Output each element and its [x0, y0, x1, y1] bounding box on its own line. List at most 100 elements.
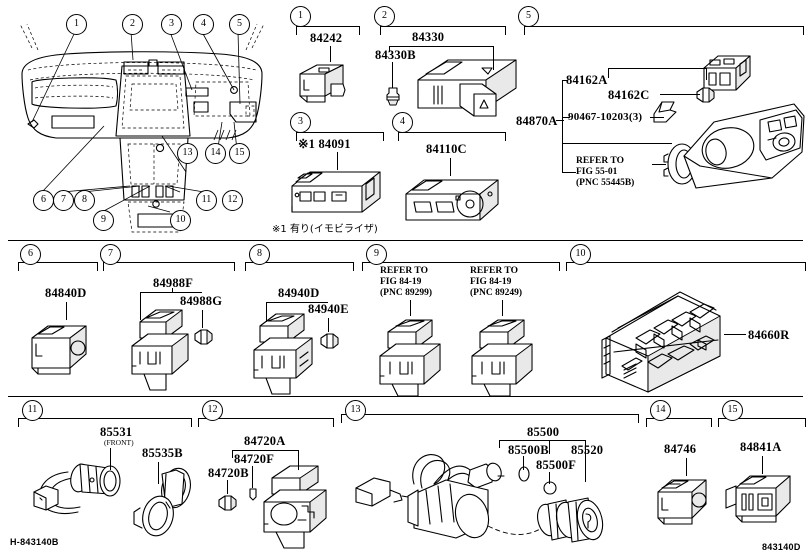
- part-label-90467-10203: 90467-10203(3): [568, 111, 643, 123]
- leader-85500B: [523, 456, 524, 470]
- part-label-84091: ※1 84091: [298, 137, 351, 151]
- leader-84720A-span: [232, 450, 298, 451]
- leader-84242: [330, 46, 331, 62]
- callout-4[interactable]: 4: [193, 14, 214, 35]
- refer-line-1: REFER TO: [576, 156, 624, 166]
- refer-left-line-2: FIG 84-19: [380, 277, 422, 287]
- callout-5[interactable]: 5: [229, 14, 250, 35]
- group-5-number[interactable]: 5: [518, 6, 539, 27]
- part-label-84660R: 84660R: [748, 328, 790, 342]
- leader-84988F-span: [140, 292, 202, 293]
- leader-84162A-right: [706, 68, 707, 80]
- callout-2[interactable]: 2: [122, 14, 143, 35]
- part-label-84162C: 84162C: [608, 88, 650, 102]
- part-85531-cigarette-lighter-illustration: [33, 463, 121, 515]
- leader-90467-line: [650, 117, 664, 118]
- leader-refer55-line: [652, 164, 666, 165]
- callout-10[interactable]: 10: [170, 210, 191, 231]
- group-12-number[interactable]: 12: [202, 400, 223, 421]
- refer-right-line-2: FIG 84-19: [470, 277, 512, 287]
- leader-85535B: [158, 462, 159, 484]
- leader-84988G: [202, 310, 203, 328]
- leader-84720A-left: [232, 450, 233, 458]
- leader-84162A-span: [608, 68, 706, 69]
- group-14-bracket: [646, 418, 712, 427]
- leader-84110C: [450, 158, 451, 176]
- group-4-number[interactable]: 4: [392, 112, 413, 133]
- part-84841A-switch-illustration: [725, 475, 791, 523]
- callout-1[interactable]: 1: [66, 14, 87, 35]
- part-label-84242: 84242: [310, 31, 343, 45]
- group-6-number[interactable]: 6: [20, 244, 41, 265]
- callout-7[interactable]: 7: [53, 190, 74, 211]
- refer-fig-55-01: REFER TO FIG 55-01 (PNC 55445B): [576, 156, 634, 189]
- part-85535B-socket-illustration: [133, 467, 191, 537]
- leader-84330-span: [389, 46, 493, 47]
- group-6-bracket: [18, 262, 98, 271]
- leader-85500-mid: [549, 440, 550, 454]
- group-11-number[interactable]: 11: [22, 400, 43, 421]
- group-7-bracket: [103, 262, 235, 271]
- leader-85531: [110, 448, 111, 470]
- part-label-85531: 85531: [100, 425, 133, 439]
- callout-9[interactable]: 9: [93, 210, 114, 231]
- group-12-bracket: [198, 418, 334, 427]
- group-1-number[interactable]: 1: [290, 6, 311, 27]
- group-9-bracket: [362, 262, 560, 271]
- group-10-bracket: [566, 262, 806, 271]
- part-label-85535B: 85535B: [142, 446, 183, 460]
- group-7-number[interactable]: 7: [100, 244, 121, 265]
- part-85500-wiper-motor-illustration: [355, 454, 604, 543]
- leader-84330B: [392, 62, 393, 88]
- part-label-84330: 84330: [412, 30, 445, 44]
- group-3-number[interactable]: 3: [290, 112, 311, 133]
- leader-85500-right: [585, 440, 586, 482]
- part-85500F-grommet-illustration: [543, 481, 557, 495]
- leader-85500-span: [499, 440, 585, 441]
- callout-12[interactable]: 12: [222, 190, 243, 211]
- group-9-number[interactable]: 9: [366, 244, 387, 265]
- part-84940D-window-switch-illustration: [253, 313, 313, 395]
- group-13-number[interactable]: 13: [345, 400, 366, 421]
- part-label-84110C: 84110C: [426, 142, 467, 156]
- part-84091-switch-illustration: [291, 171, 381, 213]
- part-label-84720F: 84720F: [234, 452, 275, 466]
- leader-84870A-branch-84162A: [562, 80, 568, 81]
- group-10-number[interactable]: 10: [570, 244, 591, 265]
- part-label-84870A: 84870A: [516, 114, 558, 128]
- group-2-number[interactable]: 2: [374, 6, 395, 27]
- group-4-bracket: [398, 132, 506, 141]
- callout-11[interactable]: 11: [196, 190, 217, 211]
- leader-84988F-mid: [172, 288, 173, 293]
- part-84110C-light-control-illustration: [405, 179, 499, 221]
- leader-85500-left: [499, 440, 500, 448]
- sheet-code-bottom-right: 843140D: [762, 542, 801, 552]
- callout-15[interactable]: 15: [229, 143, 250, 164]
- part-label-85531-front: (FRONT): [104, 438, 134, 447]
- part-84840D-switch-illustration: [31, 325, 87, 375]
- part-label-84162A: 84162A: [566, 73, 608, 87]
- leader-84091: [337, 152, 338, 170]
- leader-84162A-up: [608, 68, 609, 78]
- callout-13[interactable]: 13: [177, 143, 198, 164]
- row-divider-1: [8, 240, 803, 241]
- group-8-bracket: [245, 262, 354, 271]
- callout-3[interactable]: 3: [161, 14, 182, 35]
- leader-84330-right: [493, 46, 494, 70]
- group-3-bracket: [296, 132, 384, 141]
- part-label-84840D: 84840D: [45, 286, 87, 300]
- callout-14[interactable]: 14: [205, 143, 226, 164]
- part-label-84746: 84746: [664, 442, 697, 456]
- group-14-number[interactable]: 14: [650, 400, 671, 421]
- group-15-bracket: [718, 418, 806, 427]
- part-label-85500B: 85500B: [508, 443, 549, 457]
- group-15-number[interactable]: 15: [722, 400, 743, 421]
- leader-84162C-line: [660, 94, 700, 95]
- part-84330-hazard-switch-illustration: [417, 59, 517, 117]
- group-8-number[interactable]: 8: [249, 244, 270, 265]
- callout-6[interactable]: 6: [33, 190, 54, 211]
- callout-8[interactable]: 8: [74, 190, 95, 211]
- leader-84988F-left: [140, 292, 141, 320]
- leader-84940E: [328, 318, 329, 332]
- part-84746-switch-illustration: [657, 479, 707, 525]
